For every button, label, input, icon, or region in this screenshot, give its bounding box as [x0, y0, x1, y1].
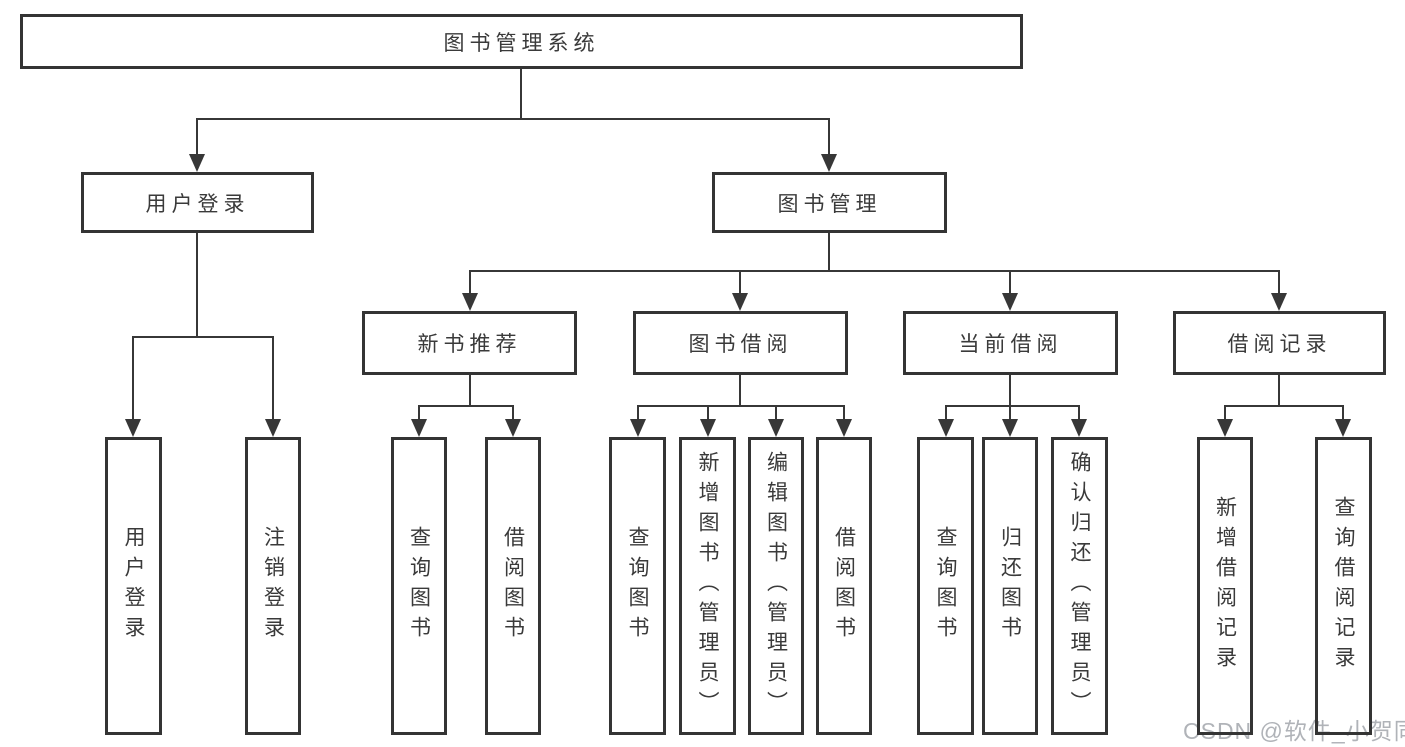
- node-borrow-edit-book-admin: 编辑图书（管理员）: [748, 437, 804, 735]
- connector-line: [520, 69, 522, 118]
- node-borrow-record: 借阅记录: [1173, 311, 1386, 375]
- arrowhead-down-icon: [700, 419, 716, 437]
- connector-line: [196, 118, 198, 156]
- connector-line: [469, 270, 1280, 272]
- arrowhead-down-icon: [411, 419, 427, 437]
- node-book-manage: 图书管理: [712, 172, 947, 233]
- node-current-borrow: 当前借阅: [903, 311, 1118, 375]
- arrowhead-down-icon: [768, 419, 784, 437]
- node-label: 图书借阅: [688, 333, 793, 356]
- connector-line: [418, 405, 514, 407]
- node-current-query-book: 查询图书: [917, 437, 974, 735]
- node-label: 借阅图书: [832, 526, 856, 646]
- node-label: 图书管理: [777, 192, 882, 216]
- connector-line: [469, 375, 471, 405]
- connector-line: [418, 405, 420, 421]
- node-label: 确认归还（管理员）: [1068, 451, 1091, 721]
- connector-line: [1224, 405, 1344, 407]
- node-label: 用户登录: [145, 192, 250, 216]
- arrowhead-down-icon: [630, 419, 646, 437]
- connector-line: [132, 336, 134, 421]
- node-borrow-add-book-admin: 新增图书（管理员）: [679, 437, 736, 735]
- connector-line: [469, 270, 471, 295]
- connector-line: [707, 405, 709, 421]
- arrowhead-down-icon: [1071, 419, 1087, 437]
- node-rec-borrow-book: 借阅图书: [485, 437, 541, 735]
- node-record-add-record: 新增借阅记录: [1197, 437, 1253, 735]
- node-label: 新增借阅记录: [1213, 496, 1237, 676]
- connector-line: [945, 405, 947, 421]
- connector-line: [739, 375, 741, 405]
- connector-line: [828, 118, 830, 156]
- connector-line: [512, 405, 514, 421]
- connector-line: [739, 270, 741, 295]
- node-book-borrow: 图书借阅: [633, 311, 848, 375]
- arrowhead-down-icon: [1002, 293, 1018, 311]
- connector-line: [272, 336, 274, 421]
- node-label: 归还图书: [998, 526, 1022, 646]
- connector-line: [1278, 375, 1280, 405]
- connector-line: [945, 405, 1080, 407]
- node-current-return-book: 归还图书: [982, 437, 1038, 735]
- node-user-login: 用户登录: [81, 172, 314, 233]
- node-label: 图书管理系统: [443, 31, 600, 55]
- node-label: 新增图书（管理员）: [696, 451, 719, 721]
- arrowhead-down-icon: [836, 419, 852, 437]
- node-label: 查询图书: [407, 526, 431, 646]
- connector-line: [1009, 405, 1011, 421]
- node-rec-query-book: 查询图书: [391, 437, 447, 735]
- node-label: 编辑图书（管理员）: [764, 451, 788, 721]
- node-new-book-recommend: 新书推荐: [362, 311, 577, 375]
- connector-line: [1009, 375, 1011, 405]
- connector-line: [637, 405, 845, 407]
- arrowhead-down-icon: [189, 154, 205, 172]
- connector-line: [637, 405, 639, 421]
- node-label: 当前借阅: [958, 333, 1063, 356]
- node-label: 注销登录: [261, 526, 285, 646]
- arrowhead-down-icon: [125, 419, 141, 437]
- node-label: 新书推荐: [417, 333, 522, 356]
- arrowhead-down-icon: [732, 293, 748, 311]
- connector-line: [1224, 405, 1226, 421]
- node-borrow-borrow-book: 借阅图书: [816, 437, 872, 735]
- node-label: 查询借阅记录: [1332, 496, 1355, 676]
- connector-line: [775, 405, 777, 421]
- node-current-confirm-return-admin: 确认归还（管理员）: [1051, 437, 1108, 735]
- arrowhead-down-icon: [821, 154, 837, 172]
- csdn-watermark: CSDN @软件_小贺同学: [1183, 718, 1405, 744]
- node-label: 查询图书: [934, 526, 957, 646]
- connector-line: [196, 118, 830, 120]
- connector-line: [1278, 270, 1280, 295]
- connector-line: [828, 233, 830, 270]
- arrowhead-down-icon: [1217, 419, 1233, 437]
- arrowhead-down-icon: [1271, 293, 1287, 311]
- connector-line: [132, 336, 274, 338]
- arrowhead-down-icon: [265, 419, 281, 437]
- connector-line: [1078, 405, 1080, 421]
- connector-line: [196, 233, 198, 336]
- node-label: 借阅图书: [501, 526, 525, 646]
- node-leaf-user-login: 用户登录: [105, 437, 162, 735]
- node-record-query-record: 查询借阅记录: [1315, 437, 1372, 735]
- node-label: 查询图书: [626, 526, 649, 646]
- arrowhead-down-icon: [462, 293, 478, 311]
- node-borrow-query-book: 查询图书: [609, 437, 666, 735]
- node-library-system: 图书管理系统: [20, 14, 1023, 69]
- connector-line: [1009, 270, 1011, 295]
- connector-line: [843, 405, 845, 421]
- arrowhead-down-icon: [1335, 419, 1351, 437]
- node-label: 用户登录: [122, 526, 145, 646]
- arrowhead-down-icon: [505, 419, 521, 437]
- node-leaf-logout: 注销登录: [245, 437, 301, 735]
- arrowhead-down-icon: [938, 419, 954, 437]
- node-label: 借阅记录: [1227, 333, 1332, 356]
- arrowhead-down-icon: [1002, 419, 1018, 437]
- connector-line: [1342, 405, 1344, 421]
